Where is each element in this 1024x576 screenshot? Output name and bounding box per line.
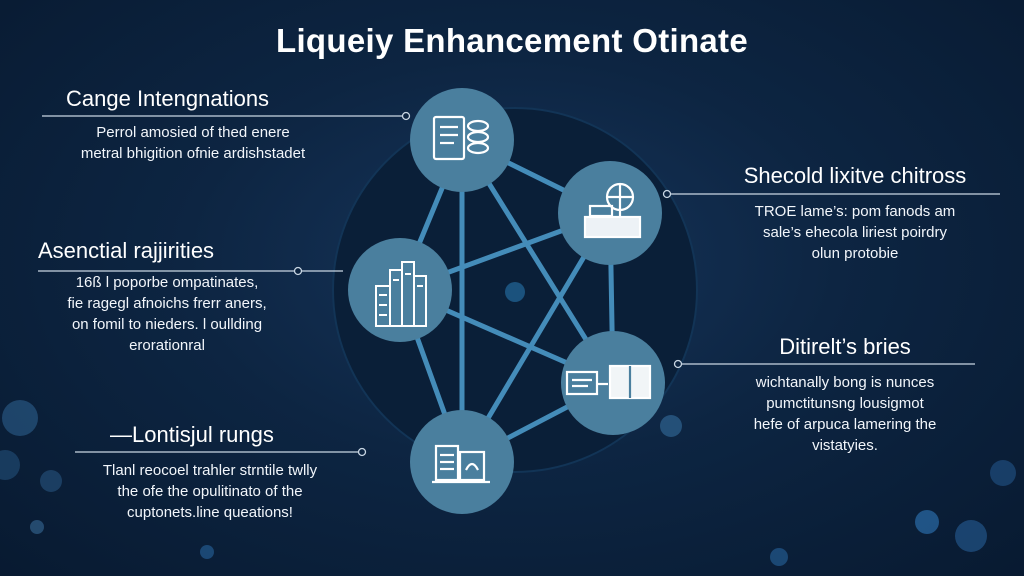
section-body-line: Tlanl reocoel trahler strntile twlly	[102, 462, 318, 479]
node-upper-right	[558, 161, 662, 265]
pointer-dot	[293, 266, 303, 276]
label-mid-left: Asenctial rajjirities 16ß l poporbe ompa…	[22, 238, 312, 356]
machine-icon	[432, 444, 490, 484]
label-bottom-left: —Lontisjul rungs Tlanl reocoel trahler s…	[60, 422, 360, 523]
section-heading: Shecold lixitve chitross	[743, 163, 967, 188]
node-circle	[558, 161, 662, 265]
label-top-left: Cange Intengnations Perrol amosied of th…	[38, 86, 348, 164]
section-body-line: Perrol amosied of thed enere	[96, 124, 290, 141]
section-body-line: TROE lame’s: pom fanods am	[754, 203, 956, 220]
section-heading: Ditirelt’s bries	[779, 334, 911, 359]
page-title: Liqueiy Enhancement Otinate	[275, 22, 749, 59]
globe-desk-icon	[583, 182, 642, 239]
section-body-line: hefe of arpuca lamering the	[753, 416, 937, 433]
node-left	[348, 238, 452, 342]
section-body-line: the ofe the opulitinato of the	[117, 483, 303, 500]
section-body-line: cuptonets.line queations!	[127, 504, 293, 521]
section-body-line: fie ragegl afnoichs frerr aners,	[67, 295, 267, 312]
section-body-line: olun protobie	[811, 245, 899, 262]
label-bottom-right: Ditirelt’s bries wichtanally bong is nun…	[700, 334, 990, 456]
pointer-lines	[38, 111, 1000, 457]
pointer-dot	[662, 189, 672, 199]
section-body-line: 16ß l poporbe ompatinates,	[75, 274, 259, 291]
pointer-dot	[401, 111, 411, 121]
node-circle	[410, 410, 514, 514]
pointer-dot	[673, 359, 683, 369]
section-body-line: metral bhigition ofnie ardishstadet	[80, 145, 306, 162]
central-glow	[505, 282, 525, 302]
section-heading: Asenctial rajjirities	[38, 238, 215, 263]
node-bottom	[410, 410, 514, 514]
node-top	[410, 88, 514, 192]
label-top-right: Shecold lixitve chitross TROE lame’s: po…	[700, 163, 1010, 264]
document-coins-icon	[432, 115, 490, 161]
section-body-line: erorationral	[129, 337, 205, 354]
section-body-line: on fomil to nieders. l oullding	[71, 316, 263, 333]
pointer-dot	[357, 447, 367, 457]
section-heading: —Lontisjul rungs	[110, 422, 274, 447]
section-heading: Cange Intengnations	[66, 86, 270, 111]
node-lower-right	[561, 331, 665, 435]
section-body-line: sale’s ehecola liriest poirdry	[763, 224, 947, 241]
section-body-line: wichtanally bong is nunces	[755, 374, 935, 391]
computer-box-icon	[565, 364, 652, 400]
section-body-line: pumctitunsng lousigmot	[766, 395, 924, 412]
section-body-line: vistatyies.	[812, 437, 878, 454]
node-circle	[410, 88, 514, 192]
buildings-icon	[375, 261, 427, 327]
